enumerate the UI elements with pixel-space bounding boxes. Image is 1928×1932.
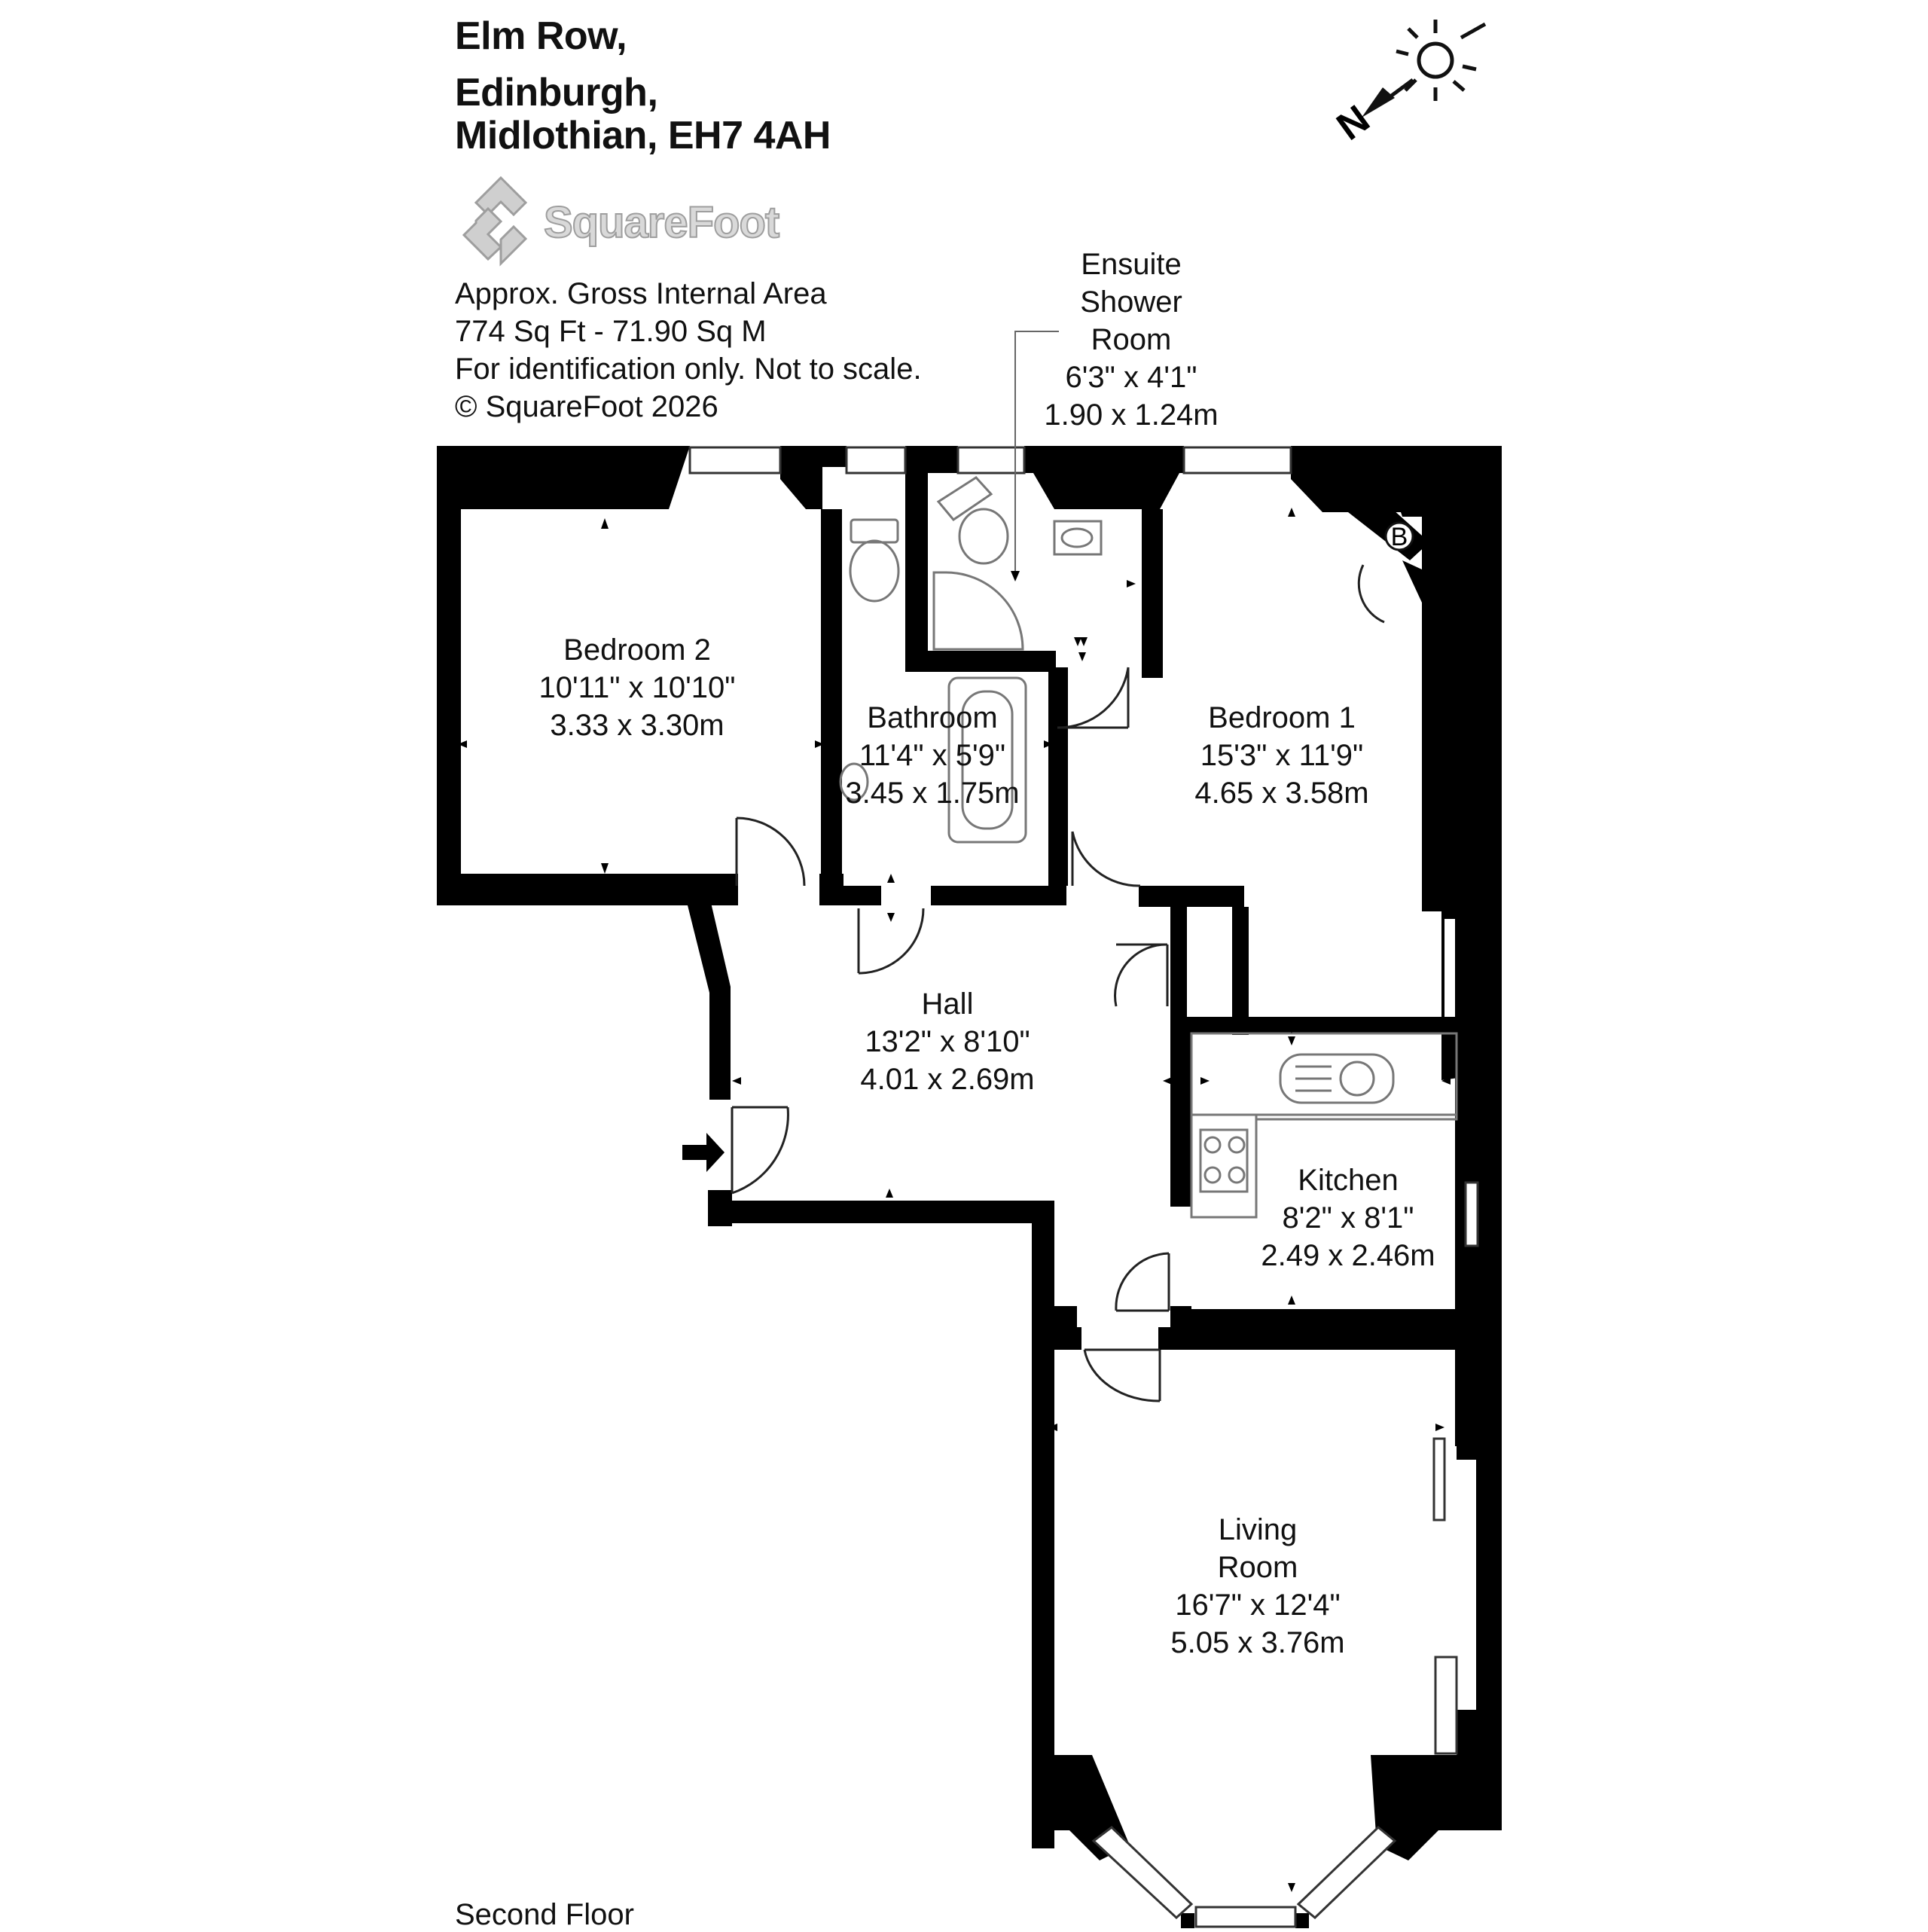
ensuite-leader-line [1014, 331, 1059, 580]
area-info-line-1: Approx. Gross Internal Area [455, 277, 827, 310]
bathtub [947, 676, 1027, 844]
entrance-arrow-icon [682, 1133, 725, 1172]
kitchen-hob-unit [1190, 1113, 1258, 1219]
address-line-3: Midlothian, EH7 4AH [455, 114, 831, 157]
fixtures [839, 476, 1458, 1219]
wc-bowl [849, 539, 900, 603]
ensuite-wc-cistern [936, 476, 993, 522]
bedroom1-label: Bedroom 1 15'3" x 11'9" 4.65 x 3.58m [1194, 701, 1369, 810]
floor-label: Second Floor [455, 1898, 634, 1931]
dimension-ticks [458, 508, 1451, 1892]
boiler-marker-icon [1384, 521, 1414, 551]
bedroom2-label: Bedroom 2 10'11" x 10'10" 3.33 x 3.30m [538, 633, 736, 742]
hall-label: Hall 13'2" x 8'10" 4.01 x 2.69m [860, 987, 1035, 1096]
shower-tray [932, 571, 1024, 651]
windows [688, 446, 1479, 1928]
address-line-2: Edinburgh, [455, 71, 658, 114]
area-info-line-3: For identification only. Not to scale. [455, 353, 922, 386]
address-line-1: Elm Row, [455, 14, 627, 58]
area-info-line-2: 774 Sq Ft - 71.90 Sq M [455, 315, 767, 348]
kitchen-sink [1279, 1053, 1395, 1104]
basin [839, 762, 869, 801]
ensuite-label: Ensuite Shower Room 6'3" x 4'1" 1.90 x 1… [1044, 248, 1219, 432]
compass-icon: N [1329, 20, 1487, 149]
boiler-marker-label: B [1391, 523, 1408, 551]
door-swings [731, 564, 1385, 1402]
living-room-label: Living Room 16'7" x 12'4" 5.05 x 3.76m [1170, 1513, 1345, 1659]
bathroom-label: Bathroom 11'4" x 5'9" 3.45 x 1.75m [845, 701, 1020, 810]
wc-cistern [850, 518, 899, 544]
kitchen-label: Kitchen 8'2" x 8'1" 2.49 x 2.46m [1261, 1164, 1435, 1272]
squarefoot-logo-icon [462, 175, 528, 267]
copyright-line: © SquareFoot 2026 [455, 390, 718, 423]
brand-name: SquareFoot [543, 197, 780, 248]
ensuite-basin [1053, 520, 1103, 556]
